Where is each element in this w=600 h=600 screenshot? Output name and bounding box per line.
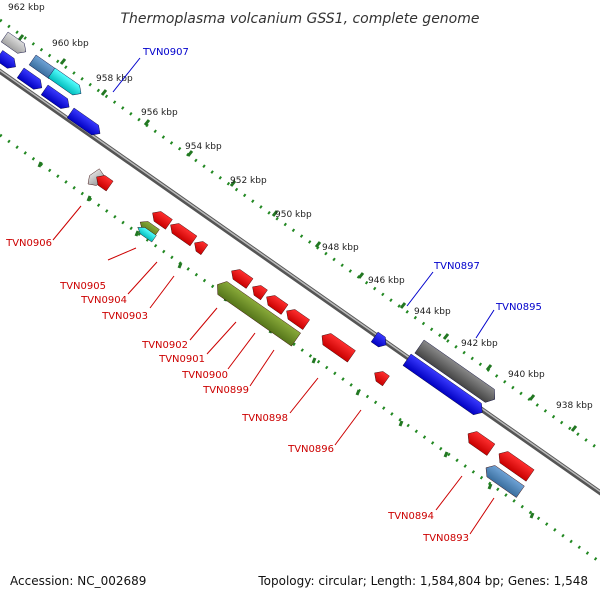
gene-reverse-red[interactable] <box>228 266 254 289</box>
gene-reverse-olive-long[interactable] <box>213 278 301 347</box>
kbp-label: 938 kbp <box>556 401 593 411</box>
kbp-label: 960 kbp <box>52 39 89 49</box>
gene-forward-blue[interactable] <box>40 84 72 112</box>
gene-reverse-steelblue[interactable] <box>482 462 525 498</box>
gene-label-TVN0896[interactable]: TVN0896 <box>287 444 334 455</box>
gene-reverse-red[interactable] <box>167 220 198 247</box>
gene-reverse-cyan[interactable] <box>135 224 157 243</box>
gene-label-TVN0907[interactable]: TVN0907 <box>142 47 189 58</box>
gene-label-TVN0902[interactable]: TVN0902 <box>141 340 188 351</box>
kbp-label: 944 kbp <box>414 307 451 317</box>
gene-reverse-red[interactable] <box>283 306 310 330</box>
gene-reverse-red[interactable] <box>495 448 535 482</box>
forward-strand-genes <box>0 31 500 418</box>
kbp-label: 958 kbp <box>96 74 133 84</box>
gene-forward-gray[interactable] <box>414 339 500 406</box>
gene-forward-blue-small[interactable] <box>370 331 389 350</box>
gene-reverse-red[interactable] <box>464 428 496 456</box>
gene-forward-cyan[interactable] <box>47 67 84 98</box>
gene-forward-blue[interactable] <box>66 107 103 138</box>
gene-label-TVN0901[interactable]: TVN0901 <box>158 354 205 365</box>
reverse-strand-genes <box>87 168 535 498</box>
genome-backbone-highlight <box>0 69 600 493</box>
kbp-label: 962 kbp <box>8 3 45 13</box>
forward-gene-labels: TVN0907 TVN0897 TVN0895 <box>142 47 542 313</box>
kbp-label: 942 kbp <box>461 339 498 349</box>
gene-reverse-red-small[interactable] <box>191 238 209 255</box>
gene-reverse-red[interactable] <box>249 282 268 301</box>
gene-label-TVN0899[interactable]: TVN0899 <box>202 385 249 396</box>
gene-reverse-red-small[interactable] <box>371 368 390 387</box>
accession-text: Accession: NC_002689 <box>10 574 147 588</box>
outer-tick-ring <box>0 18 600 452</box>
gene-forward-lightgray[interactable] <box>0 31 29 57</box>
kbp-label: 954 kbp <box>185 142 222 152</box>
inner-major-ticks <box>37 161 535 519</box>
gene-label-TVN0895[interactable]: TVN0895 <box>495 302 542 313</box>
map-title: Thermoplasma volcanium GSS1, complete ge… <box>120 11 479 27</box>
gene-reverse-red[interactable] <box>318 330 356 363</box>
gene-label-TVN0900[interactable]: TVN0900 <box>181 370 228 381</box>
gene-label-TVN0893[interactable]: TVN0893 <box>422 533 469 544</box>
gene-label-TVN0904[interactable]: TVN0904 <box>80 295 127 306</box>
gene-forward-blue[interactable] <box>0 50 19 71</box>
gene-forward-blue[interactable] <box>16 67 45 93</box>
gene-label-TVN0897[interactable]: TVN0897 <box>433 261 480 272</box>
gene-label-TVN0894[interactable]: TVN0894 <box>387 511 434 522</box>
kbp-labels: 962 kbp 960 kbp 958 kbp 956 kbp 954 kbp … <box>8 3 593 411</box>
gene-reverse-red[interactable] <box>149 208 173 230</box>
kbp-label: 948 kbp <box>322 243 359 253</box>
genome-backbone <box>0 68 600 496</box>
topology-text: Topology: circular; Length: 1,584,804 bp… <box>258 574 588 588</box>
kbp-label: 950 kbp <box>275 210 312 220</box>
reverse-leaders <box>52 205 495 535</box>
gene-reverse-red[interactable] <box>263 292 289 315</box>
kbp-label: 946 kbp <box>368 276 405 286</box>
reverse-gene-labels: TVN0906 TVN0905 TVN0904 TVN0903 TVN0902 … <box>5 238 469 544</box>
kbp-label: 940 kbp <box>508 370 545 380</box>
kbp-label: 952 kbp <box>230 176 267 186</box>
gene-label-TVN0903[interactable]: TVN0903 <box>101 311 148 322</box>
forward-leaders <box>112 57 495 339</box>
gene-label-TVN0905[interactable]: TVN0905 <box>59 281 106 292</box>
gene-label-TVN0906[interactable]: TVN0906 <box>5 238 52 249</box>
gene-label-TVN0898[interactable]: TVN0898 <box>241 413 288 424</box>
gene-reverse-red[interactable] <box>93 172 114 192</box>
gene-forward-blue-long[interactable] <box>402 353 486 418</box>
kbp-label: 956 kbp <box>141 108 178 118</box>
outer-major-ticks <box>17 34 578 432</box>
